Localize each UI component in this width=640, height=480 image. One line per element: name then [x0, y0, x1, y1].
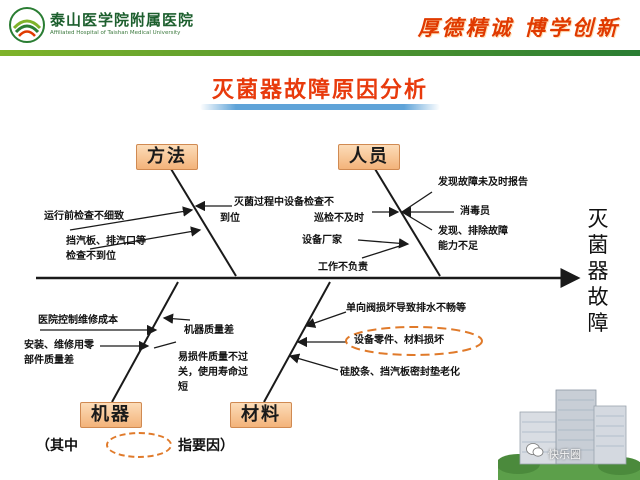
cause-machine-b: 机器质量差 [184, 325, 234, 336]
arrow-people-a [401, 191, 433, 213]
cause-material-b: 设备零件、材料损坏 [354, 335, 444, 346]
hospital-name-en: Affiliated Hospital of Taishan Medical U… [50, 30, 181, 36]
cause-machine-a: 医院控制维修成本 [38, 315, 118, 326]
cause-people-c2: 能力不足 [438, 241, 478, 252]
arrow-people-f [361, 243, 407, 259]
arrow-material-a [304, 311, 347, 328]
cause-method-c2: 到位 [220, 213, 240, 224]
title-underline [200, 104, 440, 110]
cause-material-c: 硅胶条、挡汽板密封垫老化 [340, 367, 460, 378]
cause-people-e: 设备厂家 [302, 235, 342, 246]
cause-people-f: 工作不负责 [318, 262, 368, 273]
legend-text-right: 指要因） [178, 438, 234, 454]
arrow-method-a [69, 206, 194, 231]
arrow-method-b [89, 226, 202, 250]
cause-machine-d1: 易损件质量不过 [178, 352, 248, 363]
bone-method [167, 163, 237, 277]
category-people: 人员 [338, 144, 400, 170]
key-cause-oval [345, 326, 483, 356]
hospital-logo: 泰山医学院附属医院 Affiliated Hospital of Taishan… [8, 6, 208, 46]
header: 泰山医学院附属医院 Affiliated Hospital of Taishan… [0, 0, 640, 50]
category-machine: 机器 [80, 402, 142, 428]
legend-oval-icon [106, 432, 172, 458]
cause-machine-d3: 短 [178, 382, 188, 393]
header-bar [0, 50, 640, 56]
legend-text-left: （其中 [36, 438, 78, 454]
cause-machine-c1: 安装、维修用零 [24, 340, 94, 351]
cause-method-a: 运行前检查不细致 [44, 211, 124, 222]
category-material: 材料 [230, 402, 292, 428]
cause-material-a: 单向阀损坏导致排水不畅等 [346, 303, 466, 314]
cause-machine-d2: 关，使用寿命过 [178, 367, 248, 378]
cause-people-b: 消毒员 [460, 206, 490, 217]
arrow-machine-d [153, 341, 177, 349]
hospital-building-image [498, 389, 640, 480]
bone-machine [111, 281, 179, 403]
cause-machine-c2: 部件质量差 [24, 355, 74, 366]
cause-method-b1: 挡汽板、排汽口等 [66, 236, 146, 247]
cause-people-a: 发现故障未及时报告 [438, 177, 528, 188]
cause-people-d: 巡检不及时 [314, 213, 364, 224]
arrow-machine-c [162, 313, 191, 324]
wechat-icon [526, 443, 544, 457]
motto: 厚德精诚 博学创新 [417, 15, 620, 40]
watermark: 快乐圈 [548, 448, 581, 461]
effect-label: 灭菌器故障 [587, 207, 609, 335]
hospital-emblem-icon [9, 7, 45, 43]
arrow-material-c [288, 353, 339, 371]
bone-people [371, 163, 441, 277]
slide-title: 灭菌器故障原因分析 [211, 77, 428, 103]
cause-method-b2: 检查不到位 [66, 251, 116, 262]
cause-method-c1: 灭菌过程中设备检查不 [234, 197, 334, 208]
category-method: 方法 [136, 144, 198, 170]
hospital-name: 泰山医学院附属医院 [50, 11, 195, 29]
cause-people-c1: 发现、排除故障 [438, 226, 508, 237]
arrow-people-e [357, 238, 410, 249]
arrow-people-c [401, 211, 433, 231]
